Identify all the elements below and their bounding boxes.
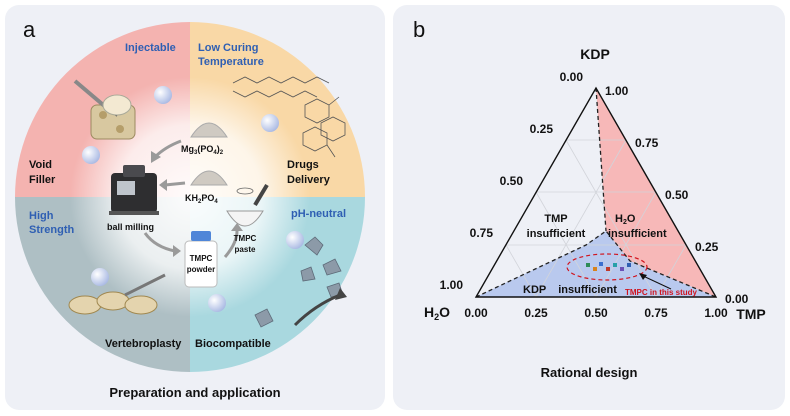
sphere-decorations [82, 86, 304, 312]
panel-b-letter: b [413, 17, 425, 42]
bottom-tick: 0.75 [644, 306, 668, 320]
left-tick: 0.00 [560, 70, 584, 84]
left-tick: 0.75 [470, 226, 494, 240]
arrow-icon [223, 230, 239, 258]
sphere-icon [286, 231, 304, 249]
right-tick: 1.00 [605, 84, 629, 98]
ball-mill-icon [109, 165, 159, 215]
panel-b-caption: Rational design [541, 365, 638, 380]
panel-a-diagram: a [15, 17, 365, 400]
label-kh2po4: KH2PO4 [185, 193, 218, 205]
ternary-frame [474, 86, 718, 298]
left-tick: 0.25 [530, 122, 554, 136]
left-axis-ticks: 0.00 0.25 0.50 0.75 1.00 [440, 70, 584, 292]
sphere-icon [82, 146, 100, 164]
bottom-tick: 0.00 [464, 306, 488, 320]
ternary-grid [505, 139, 687, 298]
right-tick: 0.00 [725, 292, 749, 306]
panel-a-letter: a [23, 17, 36, 42]
vertebrae-icon [68, 273, 166, 315]
label-drugs-2: Delivery [287, 174, 331, 186]
vertex-tmp: TMP [736, 306, 766, 322]
arrow-icon [143, 232, 176, 253]
data-point [627, 263, 631, 267]
arrow-icon [164, 181, 186, 187]
bottom-tick: 0.50 [584, 306, 608, 320]
sphere-icon [208, 294, 226, 312]
study-highlight-ellipse [566, 253, 648, 281]
region-kdp-insufficient [476, 231, 716, 297]
data-point [593, 267, 597, 271]
right-tick: 0.25 [695, 240, 719, 254]
molecule-icon [232, 76, 346, 158]
label-low-curing-1: Low Curing [198, 42, 259, 54]
powder-bottle-icon [184, 231, 218, 288]
label-void-filler-2: Filler [29, 174, 56, 186]
right-tick: 0.75 [635, 136, 659, 150]
label-mg-phosphate: Mg3(PO4)2 [181, 144, 224, 156]
bottom-tick: 1.00 [704, 306, 728, 320]
mortar-icon [226, 183, 269, 227]
study-data-points [586, 262, 631, 271]
annotation-leader [640, 274, 672, 290]
label-tmpc-study: TMPC in this study [625, 288, 698, 297]
label-vertebroplasty: Vertebroplasty [105, 338, 182, 350]
label-paste-1: TMPC [234, 234, 257, 243]
data-point [599, 262, 603, 266]
kh2po4-pile-icon [190, 170, 228, 186]
data-point [613, 263, 617, 267]
mg-phosphate-pile-icon [190, 122, 228, 138]
label-powder-1: TMPC [190, 254, 213, 263]
label-low-curing-2: Temperature [198, 56, 264, 68]
region-boundaries [475, 87, 717, 298]
arrowhead-icon [639, 273, 647, 280]
label-kdp-insufficient: KDP insufficient [523, 284, 617, 296]
ternary-diagram: b [413, 17, 766, 380]
label-void-filler-1: Void [29, 159, 52, 171]
label-ph-neutral: pH-neutral [291, 208, 346, 220]
label-injectable: Injectable [125, 42, 176, 54]
data-point [586, 263, 590, 267]
left-tick: 1.00 [440, 278, 464, 292]
sphere-icon [261, 114, 279, 132]
label-drugs-1: Drugs [287, 159, 319, 171]
label-tmp-insufficient-2: insufficient [527, 228, 586, 240]
label-powder-2: powder [187, 265, 215, 274]
label-h2o-insufficient-2: insufficient [608, 228, 667, 240]
label-high-strength-2: Strength [29, 224, 75, 236]
sphere-icon [154, 86, 172, 104]
right-axis-ticks: 1.00 0.75 0.50 0.25 0.00 [605, 84, 749, 306]
data-point [606, 267, 610, 271]
sphere-icon [91, 268, 109, 286]
syringe-bone-icon [73, 79, 136, 140]
vertex-kdp: KDP [580, 46, 610, 62]
label-paste-2: paste [235, 245, 256, 254]
cells-icon [254, 236, 347, 328]
label-h2o-insufficient-1: H2O [615, 213, 636, 226]
label-tmp-insufficient-1: TMP [544, 213, 567, 225]
vertex-h2o: H2O [424, 304, 450, 322]
right-tick: 0.50 [665, 188, 689, 202]
panel-a: a [5, 5, 385, 410]
label-biocompatible: Biocompatible [195, 338, 271, 350]
bottom-axis-ticks: 0.00 0.25 0.50 0.75 1.00 [464, 306, 728, 320]
arrowheads [151, 151, 243, 257]
data-point [620, 267, 624, 271]
left-tick: 0.50 [500, 174, 524, 188]
label-high-strength-1: High [29, 210, 54, 222]
panel-a-caption: Preparation and application [109, 385, 280, 400]
label-ball-milling: ball milling [107, 222, 154, 232]
panel-b: b [393, 5, 785, 410]
bottom-tick: 0.25 [524, 306, 548, 320]
